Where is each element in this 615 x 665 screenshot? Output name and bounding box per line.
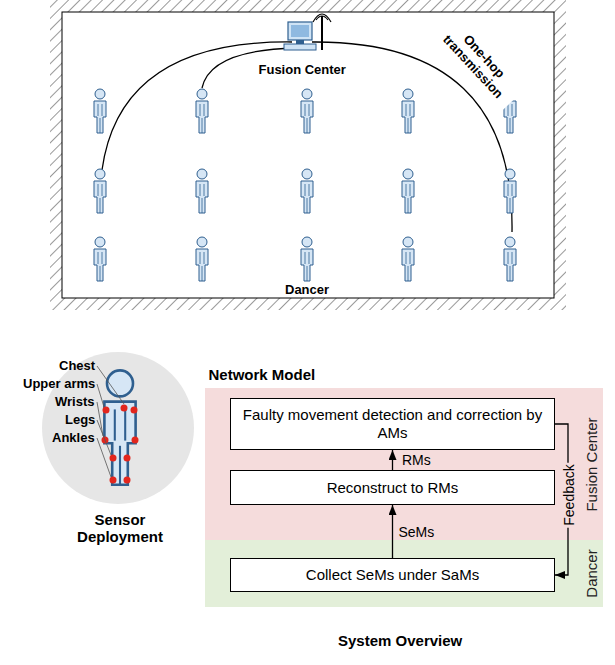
dancer-icon xyxy=(301,237,313,281)
text-label: Wrists xyxy=(55,395,95,410)
box-text: Reconstruct to RMs xyxy=(319,475,467,501)
process-box: Collect SeMs under SaMs xyxy=(230,558,555,592)
text-label: Network Model xyxy=(209,366,316,383)
text-label: Fusion Center xyxy=(259,63,346,78)
dancer-icon xyxy=(402,169,414,213)
flow-arrow xyxy=(392,450,393,470)
band-label: Dancer xyxy=(583,549,600,597)
dancer-icon xyxy=(301,169,313,213)
dancer-icon xyxy=(402,89,414,133)
edge-label: Feedback xyxy=(560,462,576,527)
text-label: System Overview xyxy=(338,632,462,649)
text-label: Sensor Deployment xyxy=(65,511,175,546)
flow-arrow xyxy=(392,505,393,558)
region-band: Dancer Collect SeMs under SaMs xyxy=(205,540,603,607)
dancer-icon xyxy=(94,169,106,213)
text-label: Ankles xyxy=(52,431,95,446)
process-box: Faulty movement detection and correction… xyxy=(230,398,555,450)
wall-hatch xyxy=(50,0,566,310)
dancer-icon xyxy=(504,237,516,281)
dancer-icon xyxy=(94,237,106,281)
sensor-dots xyxy=(102,405,139,484)
box-text: Collect SeMs under SaMs xyxy=(298,562,487,588)
dancer-icon xyxy=(301,89,313,133)
dancer-icon xyxy=(504,169,516,213)
box-text: Faulty movement detection and correction… xyxy=(231,402,554,446)
dancer-icon xyxy=(196,89,208,133)
text-label: One-hop transmission xyxy=(432,14,525,110)
text-label: Upper arms xyxy=(23,377,95,392)
edge-label: RMs xyxy=(400,452,433,468)
body-circle xyxy=(42,352,194,504)
leader-lines xyxy=(97,366,124,477)
computer-icon xyxy=(284,14,331,50)
dancer-icon xyxy=(196,237,208,281)
dancer-icon xyxy=(94,89,106,133)
dancer-icon xyxy=(196,169,208,213)
text-label: Dancer xyxy=(283,283,331,298)
process-box: Reconstruct to RMs xyxy=(230,470,555,505)
text-label: Chest xyxy=(59,359,95,374)
band-label: Fusion Center xyxy=(583,417,600,511)
transmission-arc xyxy=(102,42,292,170)
dancer-icon xyxy=(402,237,414,281)
body-figure xyxy=(104,370,135,484)
dancer-group xyxy=(94,89,516,281)
room-floor xyxy=(62,12,554,298)
text-label: Legs xyxy=(65,413,95,428)
edge-label: SeMs xyxy=(397,524,437,540)
